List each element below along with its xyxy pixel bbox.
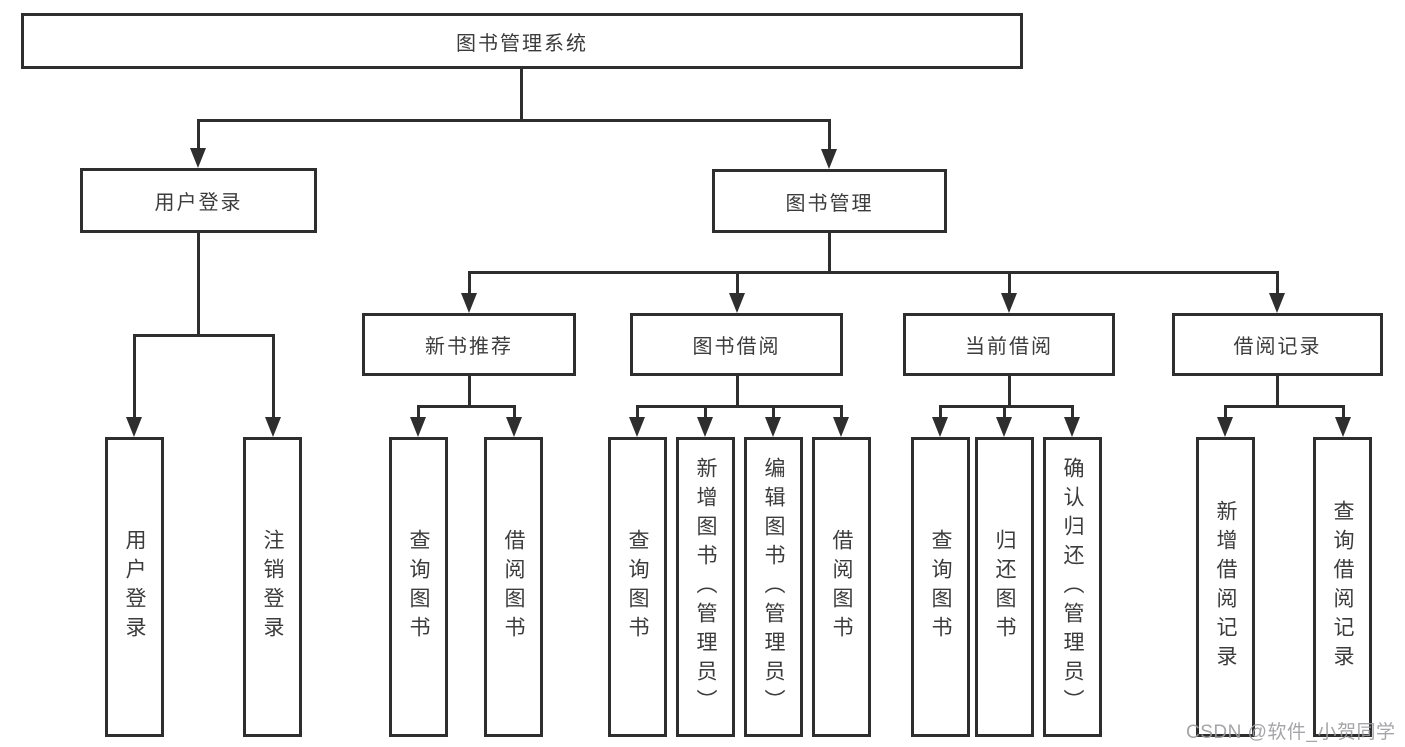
connector-line: [1003, 405, 1006, 419]
leaf-logout: 注销登录: [243, 437, 302, 737]
leaf-edit-books-admin-label: 编辑图书（管理员）: [762, 456, 785, 718]
connector-line: [197, 233, 200, 337]
connector-line: [1276, 271, 1279, 295]
leaf-add-borrowing-record: 新增借阅记录: [1196, 437, 1255, 737]
leaf-query-books-current-label: 查询图书: [929, 529, 952, 645]
leaf-query-borrowing-record: 查询借阅记录: [1313, 437, 1372, 737]
arrow-down-icon: [1064, 417, 1080, 437]
leaf-edit-books-admin: 编辑图书（管理员）: [744, 437, 803, 737]
arrow-down-icon: [932, 417, 948, 437]
node-current-borrowing-label: 当前借阅: [965, 336, 1053, 358]
arrow-down-icon: [1335, 417, 1351, 437]
connector-line: [636, 405, 843, 408]
connector-line: [133, 334, 136, 419]
connector-line: [468, 271, 1279, 274]
node-book-management-label: 图书管理: [785, 192, 874, 215]
connector-line: [417, 405, 420, 419]
node-book-borrowing-label: 图书借阅: [692, 336, 781, 358]
arrow-down-icon: [506, 417, 522, 437]
node-root-label: 图书管理系统: [456, 32, 588, 55]
connector-line: [636, 405, 639, 419]
connector-line: [939, 405, 942, 419]
leaf-add-books-admin-label: 新增图书（管理员）: [694, 456, 717, 718]
arrow-down-icon: [1001, 293, 1017, 313]
leaf-confirm-return-admin-label: 确认归还（管理员）: [1061, 456, 1084, 718]
arrow-down-icon: [629, 417, 645, 437]
connector-line: [1008, 376, 1011, 408]
arrow-down-icon: [410, 417, 426, 437]
node-borrowing-records-label: 借阅记录: [1233, 336, 1322, 358]
leaf-borrow-books-recommend-label: 借阅图书: [502, 529, 525, 645]
leaf-borrow-books-label: 借阅图书: [830, 529, 853, 645]
connector-line: [197, 119, 200, 150]
arrow-down-icon: [833, 417, 849, 437]
connector-line: [198, 119, 831, 122]
node-user-login-label: 用户登录: [154, 192, 243, 214]
leaf-user-login: 用户登录: [105, 437, 164, 737]
arrow-down-icon: [1269, 293, 1285, 313]
connector-line: [736, 376, 739, 408]
leaf-query-borrowing-record-label: 查询借阅记录: [1331, 500, 1354, 674]
arrow-down-icon: [729, 293, 745, 313]
node-borrowing-records: 借阅记录: [1172, 313, 1383, 376]
leaf-return-books: 归还图书: [975, 437, 1034, 737]
connector-line: [417, 405, 516, 408]
leaf-return-books-label: 归还图书: [993, 529, 1016, 645]
connector-line: [133, 334, 274, 337]
leaf-user-login-label: 用户登录: [123, 529, 146, 645]
leaf-add-borrowing-record-label: 新增借阅记录: [1214, 500, 1237, 674]
connector-line: [1276, 376, 1279, 408]
leaf-query-books-borrowing-label: 查询图书: [626, 529, 649, 645]
leaf-add-books-admin: 新增图书（管理员）: [676, 437, 735, 737]
connector-line: [513, 405, 516, 419]
arrow-down-icon: [126, 417, 142, 437]
connector-line: [772, 405, 775, 419]
arrow-down-icon: [765, 417, 781, 437]
connector-line: [272, 334, 275, 419]
node-user-login: 用户登录: [80, 168, 317, 233]
arrow-down-icon: [190, 148, 206, 168]
csdn-watermark: CSDN @软件_小贺同学: [1186, 722, 1396, 743]
arrow-down-icon: [265, 417, 281, 437]
arrow-down-icon: [461, 293, 477, 313]
node-root: 图书管理系统: [21, 13, 1023, 69]
node-new-book-recommend: 新书推荐: [362, 313, 576, 376]
leaf-borrow-books: 借阅图书: [812, 437, 871, 737]
node-new-book-recommend-label: 新书推荐: [425, 336, 513, 358]
connector-line: [828, 119, 831, 150]
connector-line: [939, 405, 1074, 408]
connector-line: [1224, 405, 1227, 419]
leaf-borrow-books-recommend: 借阅图书: [484, 437, 543, 737]
leaf-confirm-return-admin: 确认归还（管理员）: [1043, 437, 1102, 737]
connector-line: [828, 233, 831, 274]
connector-line: [1224, 405, 1345, 408]
leaf-query-books-current: 查询图书: [911, 437, 970, 737]
connector-line: [736, 271, 739, 295]
leaf-query-books-borrowing: 查询图书: [608, 437, 667, 737]
arrow-down-icon: [996, 417, 1012, 437]
node-book-borrowing: 图书借阅: [630, 313, 843, 376]
arrow-down-icon: [697, 417, 713, 437]
node-current-borrowing: 当前借阅: [903, 313, 1115, 376]
connector-line: [704, 405, 707, 419]
arrow-down-icon: [1217, 417, 1233, 437]
arrow-down-icon: [821, 149, 837, 169]
node-book-management: 图书管理: [712, 169, 947, 233]
connector-line: [1008, 271, 1011, 295]
connector-line: [840, 405, 843, 419]
leaf-query-books-recommend: 查询图书: [389, 437, 448, 737]
leaf-logout-label: 注销登录: [261, 529, 284, 645]
connector-line: [1342, 405, 1345, 419]
connector-line: [468, 271, 471, 295]
connector-line: [520, 69, 523, 122]
leaf-query-books-recommend-label: 查询图书: [407, 529, 430, 645]
connector-line: [1071, 405, 1074, 419]
connector-line: [468, 376, 471, 408]
